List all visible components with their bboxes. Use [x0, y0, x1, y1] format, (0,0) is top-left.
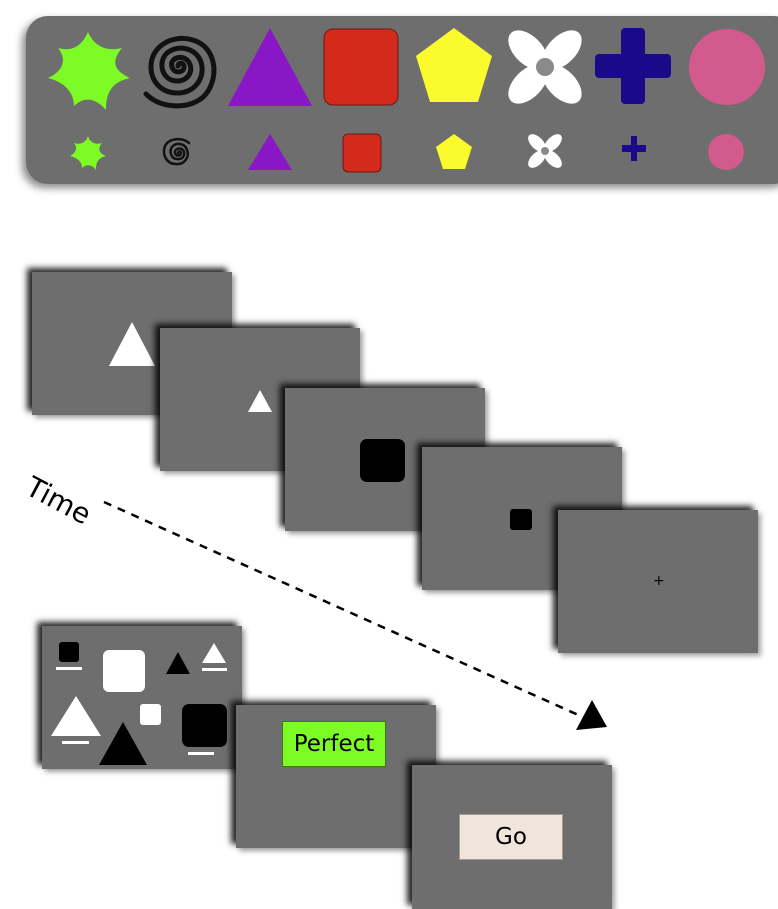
option-small-black-triangle[interactable] — [166, 652, 190, 674]
go-button[interactable]: Go — [459, 814, 563, 860]
pentagon-large-icon — [416, 28, 492, 102]
feedback-screen: Perfect — [236, 705, 436, 848]
white-triangle-small-icon — [248, 390, 272, 412]
option-large-black-square[interactable] — [182, 704, 227, 755]
option-small-white-square[interactable] — [140, 704, 161, 725]
star-small-icon — [70, 136, 106, 170]
go-screen: Go — [412, 765, 612, 909]
triangle-large-icon — [228, 28, 312, 106]
flower-small-icon — [528, 134, 562, 168]
fixation-cross: + — [653, 573, 665, 589]
response-screen — [42, 626, 242, 769]
plus-large-icon — [595, 28, 671, 104]
star-large-icon — [48, 32, 130, 110]
option-large-black-triangle[interactable] — [99, 722, 147, 765]
triangle-small-icon — [248, 134, 292, 170]
option-small-white-triangle[interactable] — [202, 643, 227, 671]
rounded-square-small-icon — [342, 133, 382, 173]
frame-fixation: + — [558, 510, 758, 653]
black-square-small-icon — [510, 509, 532, 530]
option-large-white-square[interactable] — [103, 650, 145, 692]
plus-small-icon — [622, 136, 646, 161]
stimulus-set-panel — [26, 16, 778, 184]
circle-large-icon — [689, 29, 765, 105]
circle-small-icon — [708, 134, 744, 170]
option-large-white-triangle[interactable] — [51, 696, 101, 744]
option-small-black-square[interactable] — [56, 642, 82, 670]
spiral-small-icon — [162, 137, 191, 166]
black-square-large-icon — [360, 439, 405, 482]
feedback-label: Perfect — [282, 721, 386, 767]
stimulus-set-shapes — [48, 28, 765, 173]
flower-large-icon — [508, 30, 582, 104]
pentagon-small-icon — [436, 134, 472, 169]
white-triangle-large-icon — [109, 322, 155, 366]
rounded-square-large-icon — [323, 28, 399, 106]
spiral-large-icon — [143, 35, 217, 109]
response-options — [51, 642, 227, 765]
